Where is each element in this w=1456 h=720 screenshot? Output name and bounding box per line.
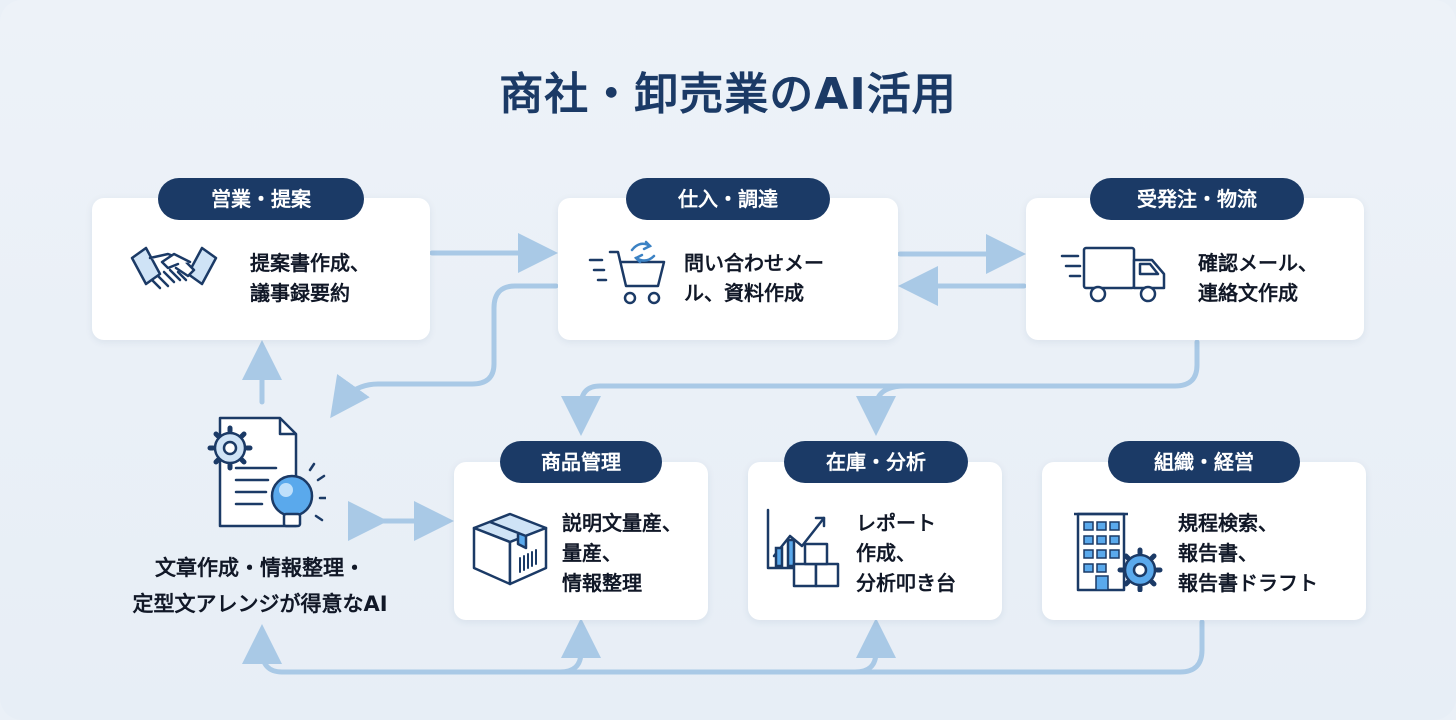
core-text-line1: 文章作成・情報整理・ [155, 556, 365, 580]
page-title: 商社・卸売業のAI活用 [499, 69, 957, 120]
handshake-icon [130, 246, 218, 290]
cardboard-box-icon [472, 512, 548, 586]
text-product: 説明文量産、 量産、 情報整理 [562, 511, 682, 595]
arrow-logistics-to-product-inventory [561, 339, 1200, 436]
text-purchase: 問い合わせメー ル、資料作成 [684, 251, 824, 305]
bar-chart-icon [766, 508, 840, 588]
box-logistics [1026, 198, 1364, 340]
shopping-cart-icon [588, 240, 666, 305]
label-sales: 営業・提案 [158, 178, 364, 220]
document-gear-lightbulb-icon [207, 416, 326, 528]
label-inventory: 在庫・分析 [784, 441, 968, 483]
text-logistics: 確認メール、 連絡文作成 [1198, 251, 1318, 305]
core-text-line2: 定型文アレンジが得意なAI [132, 592, 388, 616]
label-logistics: 受発注・物流 [1090, 178, 1304, 220]
box-purchase [558, 198, 898, 340]
text-inventory: レポート 作成、 分析叩き台 [856, 511, 956, 595]
text-org: 規程検索、 報告書、 報告書ドラフト [1178, 511, 1318, 595]
arrow-bottom-to-product [557, 618, 601, 675]
arrow-branch-to-inventory [856, 383, 908, 436]
delivery-truck-icon [1060, 246, 1166, 303]
arrow-bottom-loop [242, 619, 1205, 675]
office-building-gear-icon [1074, 512, 1163, 592]
text-sales: 提案書作成、 議事録要約 [250, 251, 370, 305]
arrow-bottom-to-inventory [852, 618, 896, 675]
label-org: 組織・経営 [1108, 441, 1300, 483]
label-purchase: 仕入・調達 [626, 178, 830, 220]
arrow-purchase-to-core [330, 283, 559, 419]
label-product: 商品管理 [500, 441, 662, 483]
